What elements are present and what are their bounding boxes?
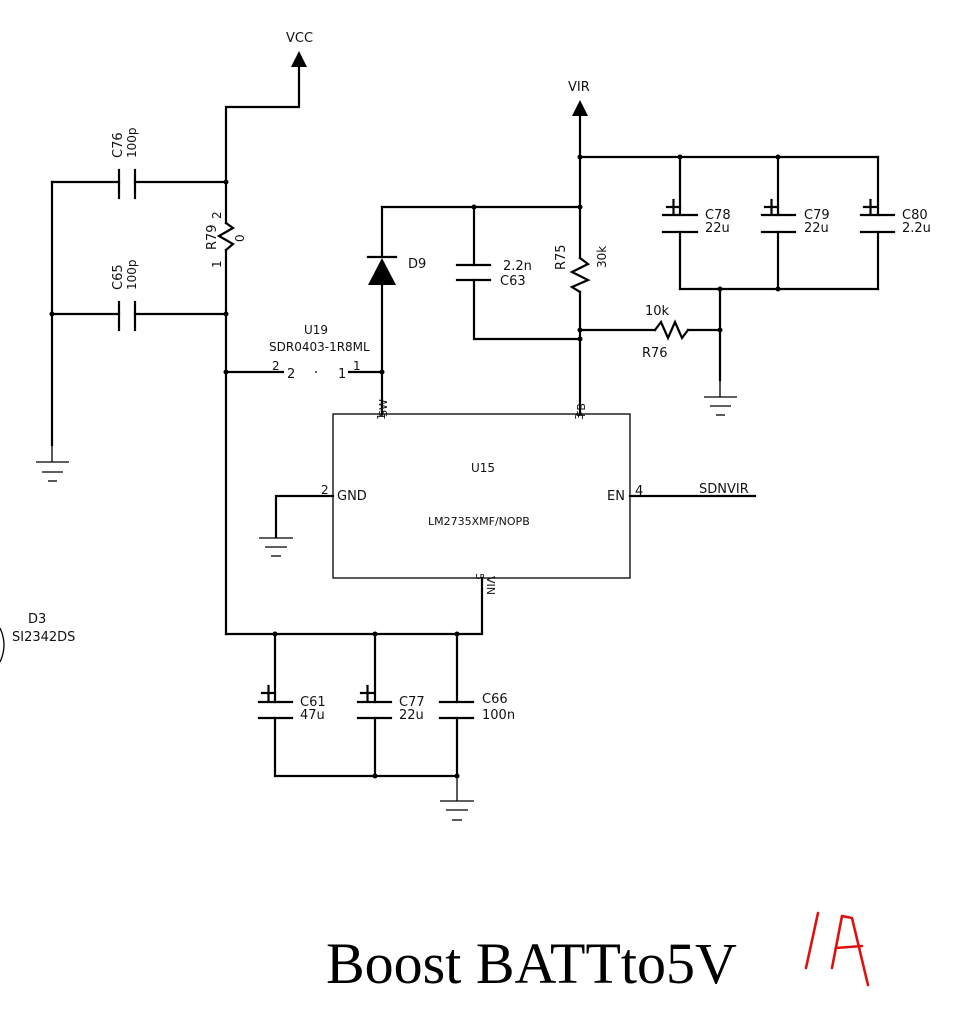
resistor-r75[interactable]: R75 30k: [554, 244, 609, 294]
capacitor-c76[interactable]: C76 100p: [111, 127, 139, 200]
r79-pin1: 1: [210, 260, 224, 268]
ic-u15[interactable]: U15 LM2735XMF/NOPB SW 1 FB 3 GND 2 EN 4 …: [321, 399, 643, 595]
u15-part: LM2735XMF/NOPB: [428, 515, 530, 528]
c66-ref: C66: [482, 692, 508, 707]
r75-ref: R75: [554, 244, 569, 270]
d3-ref: D3: [28, 612, 46, 627]
u15-ref: U15: [471, 461, 495, 475]
c79-ref: C79: [804, 208, 830, 223]
diagram-title: Boost BATTto5V: [326, 931, 737, 996]
u19-pin2-num: 2: [272, 359, 280, 373]
c80-ref: C80: [902, 208, 928, 223]
c78-ref: C78: [705, 208, 731, 223]
polarity-plus-icon: [665, 198, 682, 216]
pin-fb-name: FB: [575, 403, 588, 417]
u19-ref: U19: [304, 323, 328, 337]
resistor-zigzag-icon: [653, 319, 690, 341]
transistor-d3[interactable]: D3 SI2342DS: [0, 612, 75, 663]
pin-fb-num: 3: [573, 413, 586, 420]
c77-ref: C77: [399, 695, 425, 710]
wire: [472, 278, 582, 341]
capacitor-c78[interactable]: C78 22u: [661, 155, 731, 291]
vcc-arrow-icon: [291, 51, 307, 67]
capacitor-c66[interactable]: C66 100n: [438, 632, 515, 778]
u19-part: SDR0403-1R8ML: [269, 340, 370, 354]
c66-value: 100n: [482, 708, 515, 723]
c80-value: 2.2u: [902, 221, 931, 236]
capacitor-c79[interactable]: C79 22u: [760, 155, 830, 291]
c63-value: 2.2n: [503, 259, 532, 274]
r79-pin2: 2: [210, 211, 224, 219]
r76-ref: R76: [642, 346, 668, 361]
pin-en-num: 4: [635, 484, 643, 499]
capacitor-c63[interactable]: 2.2n C63: [455, 259, 532, 289]
u19-pin1-inner: 1: [338, 367, 346, 382]
r79-ref: R79: [205, 224, 220, 250]
junction: [372, 773, 378, 779]
ground-symbol-icon: [440, 776, 474, 821]
vcc-wire: [224, 65, 301, 184]
d3-part: SI2342DS: [12, 630, 75, 645]
r75-value: 30k: [595, 246, 609, 268]
ground-symbol-icon: [36, 445, 69, 482]
c76-value: 100p: [125, 127, 139, 158]
ic-body: [332, 413, 631, 579]
wire: [274, 494, 335, 539]
pin-sw-name: SW: [377, 399, 390, 417]
capacitor-c80[interactable]: C80 2.2u: [859, 155, 931, 291]
u19-pin1-num: 1: [353, 359, 361, 373]
c61-value: 47u: [300, 708, 325, 723]
polarity-plus-icon: [260, 684, 277, 702]
d9-ref: D9: [408, 257, 426, 272]
polarity-plus-icon: [359, 684, 376, 702]
ground-symbol-icon: [259, 537, 293, 557]
c76-ref: C76: [111, 132, 126, 158]
pin-vin-num: 5: [473, 573, 486, 580]
polarity-plus-icon: [862, 198, 879, 216]
polarity-plus-icon: [763, 198, 780, 216]
pin-vin-name: VIN: [484, 576, 497, 595]
capacitor-c77[interactable]: C77 22u: [356, 632, 425, 778]
pin-sw-num: 1: [375, 413, 388, 420]
vir-power-symbol: VIR: [568, 80, 590, 116]
resistor-zigzag-icon: [569, 256, 591, 294]
resistor-zigzag-icon: [216, 221, 236, 252]
vin-wire: [224, 576, 484, 636]
transistor-body-icon: [0, 627, 5, 663]
u19-pin2-inner: 2: [287, 367, 295, 382]
c79-value: 22u: [804, 221, 829, 236]
c61-ref: C61: [300, 695, 326, 710]
capacitor-c65[interactable]: C65 100p: [111, 259, 139, 332]
junction: [577, 336, 583, 342]
capacitor-c61[interactable]: C61 47u: [257, 632, 326, 778]
c78-value: 22u: [705, 221, 730, 236]
pin-gnd-name: GND: [337, 489, 367, 504]
vir-arrow-icon: [572, 100, 588, 116]
diode-d9[interactable]: D9: [366, 255, 426, 285]
inductor-u19[interactable]: U19 SDR0403-1R8ML 2 2 1 1: [269, 323, 370, 382]
diode-triangle-icon: [368, 258, 396, 285]
c77-value: 22u: [399, 708, 424, 723]
net-label-sdnvir: SDNVIR: [699, 482, 749, 497]
vir-label: VIR: [568, 80, 590, 95]
resistor-r76[interactable]: 10k R76: [642, 304, 690, 361]
inductor-body-icon: [315, 371, 317, 373]
c65-value: 100p: [125, 259, 139, 290]
handwritten-annotation-icon: [804, 911, 870, 987]
r76-value: 10k: [645, 304, 670, 319]
c63-ref: C63: [500, 274, 526, 289]
pin-en-name: EN: [607, 489, 625, 504]
resistor-r79[interactable]: R79 0 2 1: [205, 211, 247, 268]
vcc-power-symbol: VCC: [286, 31, 313, 67]
r79-value: 0: [233, 234, 247, 242]
ground-symbol-icon: [704, 380, 737, 416]
pin-gnd-num: 2: [321, 483, 329, 497]
vcc-label: VCC: [286, 31, 313, 46]
c65-ref: C65: [111, 264, 126, 290]
